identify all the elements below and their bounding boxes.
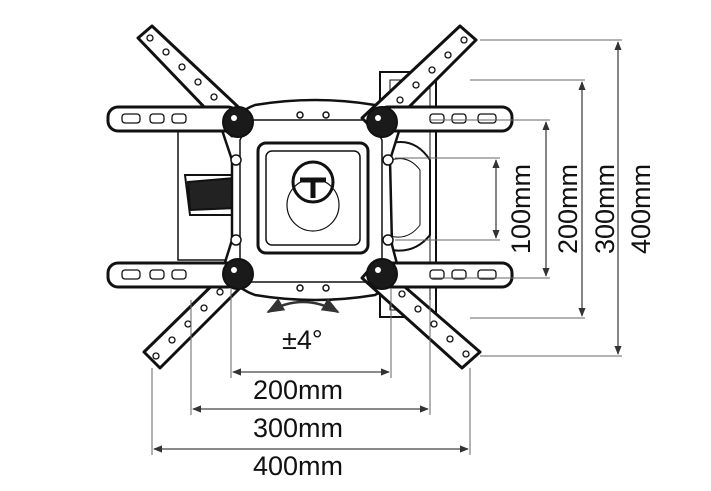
center-plate bbox=[256, 141, 370, 255]
dim-label-h-200: 200mm bbox=[253, 375, 344, 405]
extension-lines bbox=[151, 39, 622, 455]
dim-label-h-300: 300mm bbox=[253, 413, 344, 443]
dim-label-v-400: 400mm bbox=[626, 163, 656, 254]
dimension-lines bbox=[153, 41, 622, 453]
tilt-label: ±4° bbox=[282, 325, 323, 355]
bracket-holes bbox=[230, 111, 394, 292]
tilt-arrow bbox=[266, 298, 340, 314]
dim-label-v-100: 100mm bbox=[506, 163, 536, 254]
dim-label-v-200: 200mm bbox=[553, 163, 583, 254]
pivot-knobs bbox=[222, 106, 398, 290]
dim-label-v-300: 300mm bbox=[590, 163, 620, 254]
dim-label-h-400: 400mm bbox=[253, 451, 344, 481]
